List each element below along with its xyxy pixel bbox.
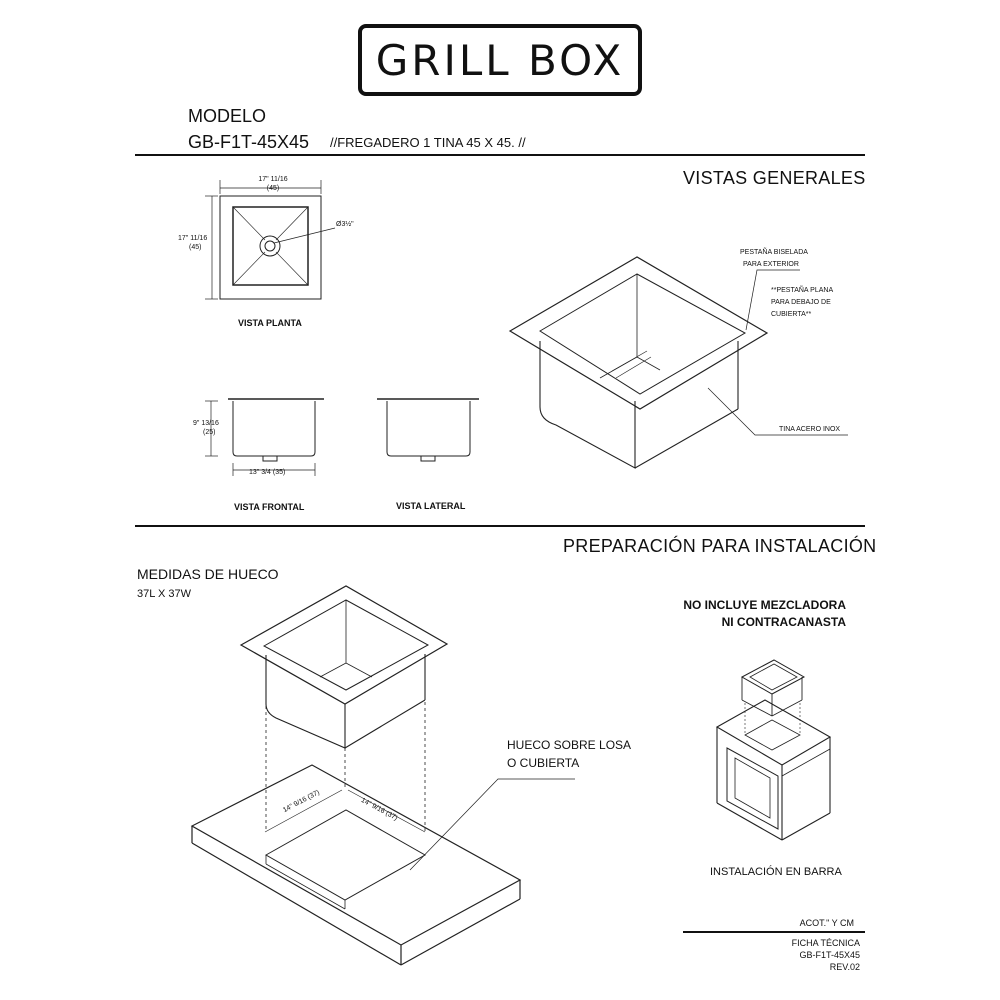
cutout-title: MEDIDAS DE HUECO	[137, 566, 279, 582]
top-view-height-cm: (45)	[189, 244, 202, 251]
bar-install-drawing	[715, 659, 832, 841]
bar-install-caption: INSTALACIÓN EN BARRA	[710, 866, 842, 878]
side-view-caption: VISTA LATERAL	[396, 501, 466, 511]
top-view-height-label: 17" 11/16	[178, 235, 208, 242]
brand-logo: GRILL BOX	[358, 24, 642, 96]
footer-code: GB-F1T-45X45	[799, 950, 860, 960]
cutout-size: 37L X 37W	[137, 588, 192, 600]
header-rule	[135, 154, 865, 156]
top-view-caption: VISTA PLANTA	[238, 318, 302, 328]
model-code: GB-F1T-45X45	[188, 132, 310, 152]
note-beveled-flange-2: PARA EXTERIOR	[743, 261, 799, 268]
note-flat-flange-3: CUBIERTA**	[771, 311, 812, 318]
note-flat-flange-1: **PESTAÑA PLANA	[771, 287, 834, 294]
footer-sheet: FICHA TÉCNICA	[791, 938, 860, 948]
top-view-width-label: 17" 11/16	[258, 176, 288, 183]
cutout-note-1: HUECO SOBRE LOSA	[507, 738, 632, 752]
front-view-caption: VISTA FRONTAL	[234, 502, 305, 512]
footer-units: ACOT." Y CM	[799, 918, 854, 928]
model-label: MODELO	[188, 106, 267, 126]
note-flat-flange-2: PARA DEBAJO DE	[771, 299, 831, 306]
cutout-note-2: O CUBIERTA	[507, 756, 580, 770]
footer-rev: REV.02	[829, 962, 860, 972]
top-view-width-cm: (45)	[266, 185, 280, 192]
side-view-drawing	[377, 398, 479, 462]
cutout-drawing	[190, 585, 575, 966]
notice-line-1: NO INCLUYE MEZCLADORA	[683, 598, 846, 612]
top-view-drain-label: Ø3½"	[336, 221, 354, 228]
front-view-height-label: 9" 13/16	[193, 420, 219, 427]
front-view-width-label: 13" 3/4 (35)	[249, 469, 286, 476]
section-title-general: VISTAS GENERALES	[683, 168, 866, 188]
front-view-drawing	[205, 398, 324, 476]
note-tub-material: TINA ACERO INOX	[779, 426, 841, 433]
brand-logo-text: GRILL BOX	[375, 35, 625, 85]
model-description: //FREGADERO 1 TINA 45 X 45. //	[330, 135, 526, 150]
section-rule	[135, 525, 865, 527]
section-title-installation: PREPARACIÓN PARA INSTALACIÓN	[563, 536, 877, 556]
front-view-height-cm: (25)	[203, 429, 216, 436]
footer-rule	[683, 931, 865, 933]
isometric-sink-drawing	[508, 256, 848, 469]
notice-line-2: NI CONTRACANASTA	[721, 615, 846, 629]
top-view-drawing	[205, 180, 336, 300]
note-beveled-flange-1: PESTAÑA BISELADA	[740, 249, 808, 256]
